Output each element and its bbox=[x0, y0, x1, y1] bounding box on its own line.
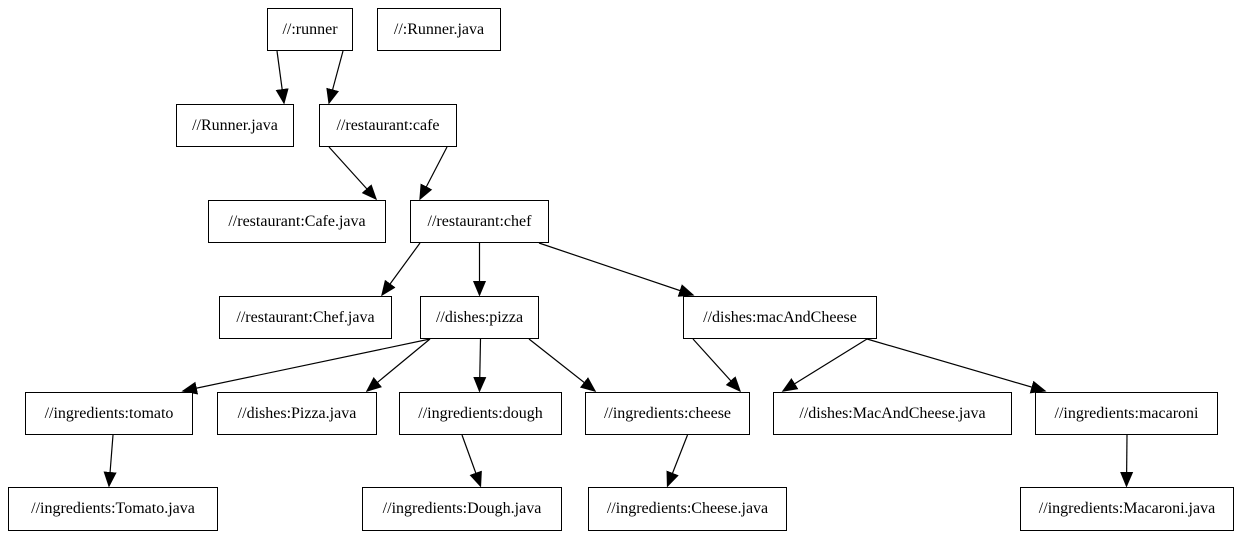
graph-node-label: //:runner bbox=[282, 20, 338, 38]
graph-node-label: //:Runner.java bbox=[393, 20, 485, 38]
graph-node-tomato: //ingredients:tomato bbox=[25, 392, 193, 435]
graph-node-cafe_java: //restaurant:Cafe.java bbox=[208, 200, 386, 243]
graph-node-label: //restaurant:chef bbox=[427, 212, 532, 230]
graph-node-pizza_java: //dishes:Pizza.java bbox=[217, 392, 377, 435]
graph-node-label: //ingredients:dough bbox=[418, 404, 543, 422]
graph-node-mac_java: //dishes:MacAndCheese.java bbox=[773, 392, 1012, 435]
graph-node-label: //dishes:pizza bbox=[435, 308, 524, 326]
graph-node-cheese: //ingredients:cheese bbox=[585, 392, 750, 435]
graph-edge-pizza-to-pizza_java bbox=[365, 338, 431, 392]
graph-edge-chef-to-chef_java bbox=[381, 242, 421, 297]
graph-node-dough_java: //ingredients:Dough.java bbox=[362, 487, 562, 531]
graph-node-chef_java: //restaurant:Chef.java bbox=[219, 296, 392, 339]
graph-node-label: //ingredients:Tomato.java bbox=[31, 500, 195, 517]
graph-edge-mac-to-macaroni bbox=[866, 338, 1047, 394]
graph-edge-runner-to-runner_java bbox=[275, 50, 289, 105]
graph-node-label: //dishes:Pizza.java bbox=[237, 404, 357, 422]
graph-edge-cafe-to-chef bbox=[419, 146, 448, 201]
graph-edge-cafe-to-cafe_java bbox=[328, 146, 378, 201]
graph-edge-mac-to-mac_java bbox=[781, 338, 868, 392]
graph-node-label: //restaurant:Cafe.java bbox=[228, 212, 366, 230]
graph-node-label: //ingredients:cheese bbox=[603, 404, 732, 422]
graph-node-label: //restaurant:cafe bbox=[336, 116, 440, 134]
graph-node-runner: //:runner bbox=[267, 8, 353, 51]
graph-node-runner_java: //Runner.java bbox=[176, 104, 294, 147]
graph-edge-macaroni-to-macaroni_java bbox=[1120, 434, 1134, 488]
graph-edge-cheese-to-cheese_java bbox=[666, 434, 689, 488]
graph-node-label: //ingredients:tomato bbox=[44, 404, 174, 422]
graph-edge-pizza-to-dough bbox=[473, 338, 487, 393]
graph-node-label: //dishes:MacAndCheese.java bbox=[799, 404, 986, 422]
graph-node-macaroni: //ingredients:macaroni bbox=[1035, 392, 1218, 435]
graph-node-label: //ingredients:Cheese.java bbox=[606, 500, 769, 517]
graph-edge-chef-to-mac bbox=[538, 242, 695, 297]
graph-node-pizza: //dishes:pizza bbox=[420, 296, 539, 339]
graph-edge-mac-to-cheese bbox=[692, 338, 742, 393]
graph-edge-pizza-to-tomato bbox=[181, 338, 431, 395]
graph-node-mac: //dishes:macAndCheese bbox=[683, 296, 877, 339]
graph-node-label: //ingredients:Dough.java bbox=[382, 500, 542, 517]
graph-node-label: //dishes:macAndCheese bbox=[703, 308, 857, 326]
graph-node-label: //restaurant:Chef.java bbox=[236, 308, 375, 326]
graph-node-chef: //restaurant:chef bbox=[410, 200, 549, 243]
graph-edge-pizza-to-cheese bbox=[528, 338, 597, 392]
graph-node-cafe: //restaurant:cafe bbox=[319, 104, 457, 147]
graph-node-dough: //ingredients:dough bbox=[399, 392, 562, 435]
graph-edge-tomato-to-tomato_java bbox=[103, 434, 117, 488]
graph-node-tomato_java: //ingredients:Tomato.java bbox=[8, 487, 218, 531]
graph-node-label: //Runner.java bbox=[192, 116, 278, 134]
graph-node-runner_java_top: //:Runner.java bbox=[377, 8, 501, 51]
graph-node-label: //ingredients:macaroni bbox=[1054, 404, 1199, 422]
graph-node-cheese_java: //ingredients:Cheese.java bbox=[588, 487, 787, 531]
graph-edge-dough-to-dough_java bbox=[461, 434, 482, 488]
graph-node-label: //ingredients:Macaroni.java bbox=[1038, 500, 1216, 517]
graph-node-macaroni_java: //ingredients:Macaroni.java bbox=[1020, 487, 1234, 531]
graph-edge-runner-to-cafe bbox=[326, 50, 344, 105]
